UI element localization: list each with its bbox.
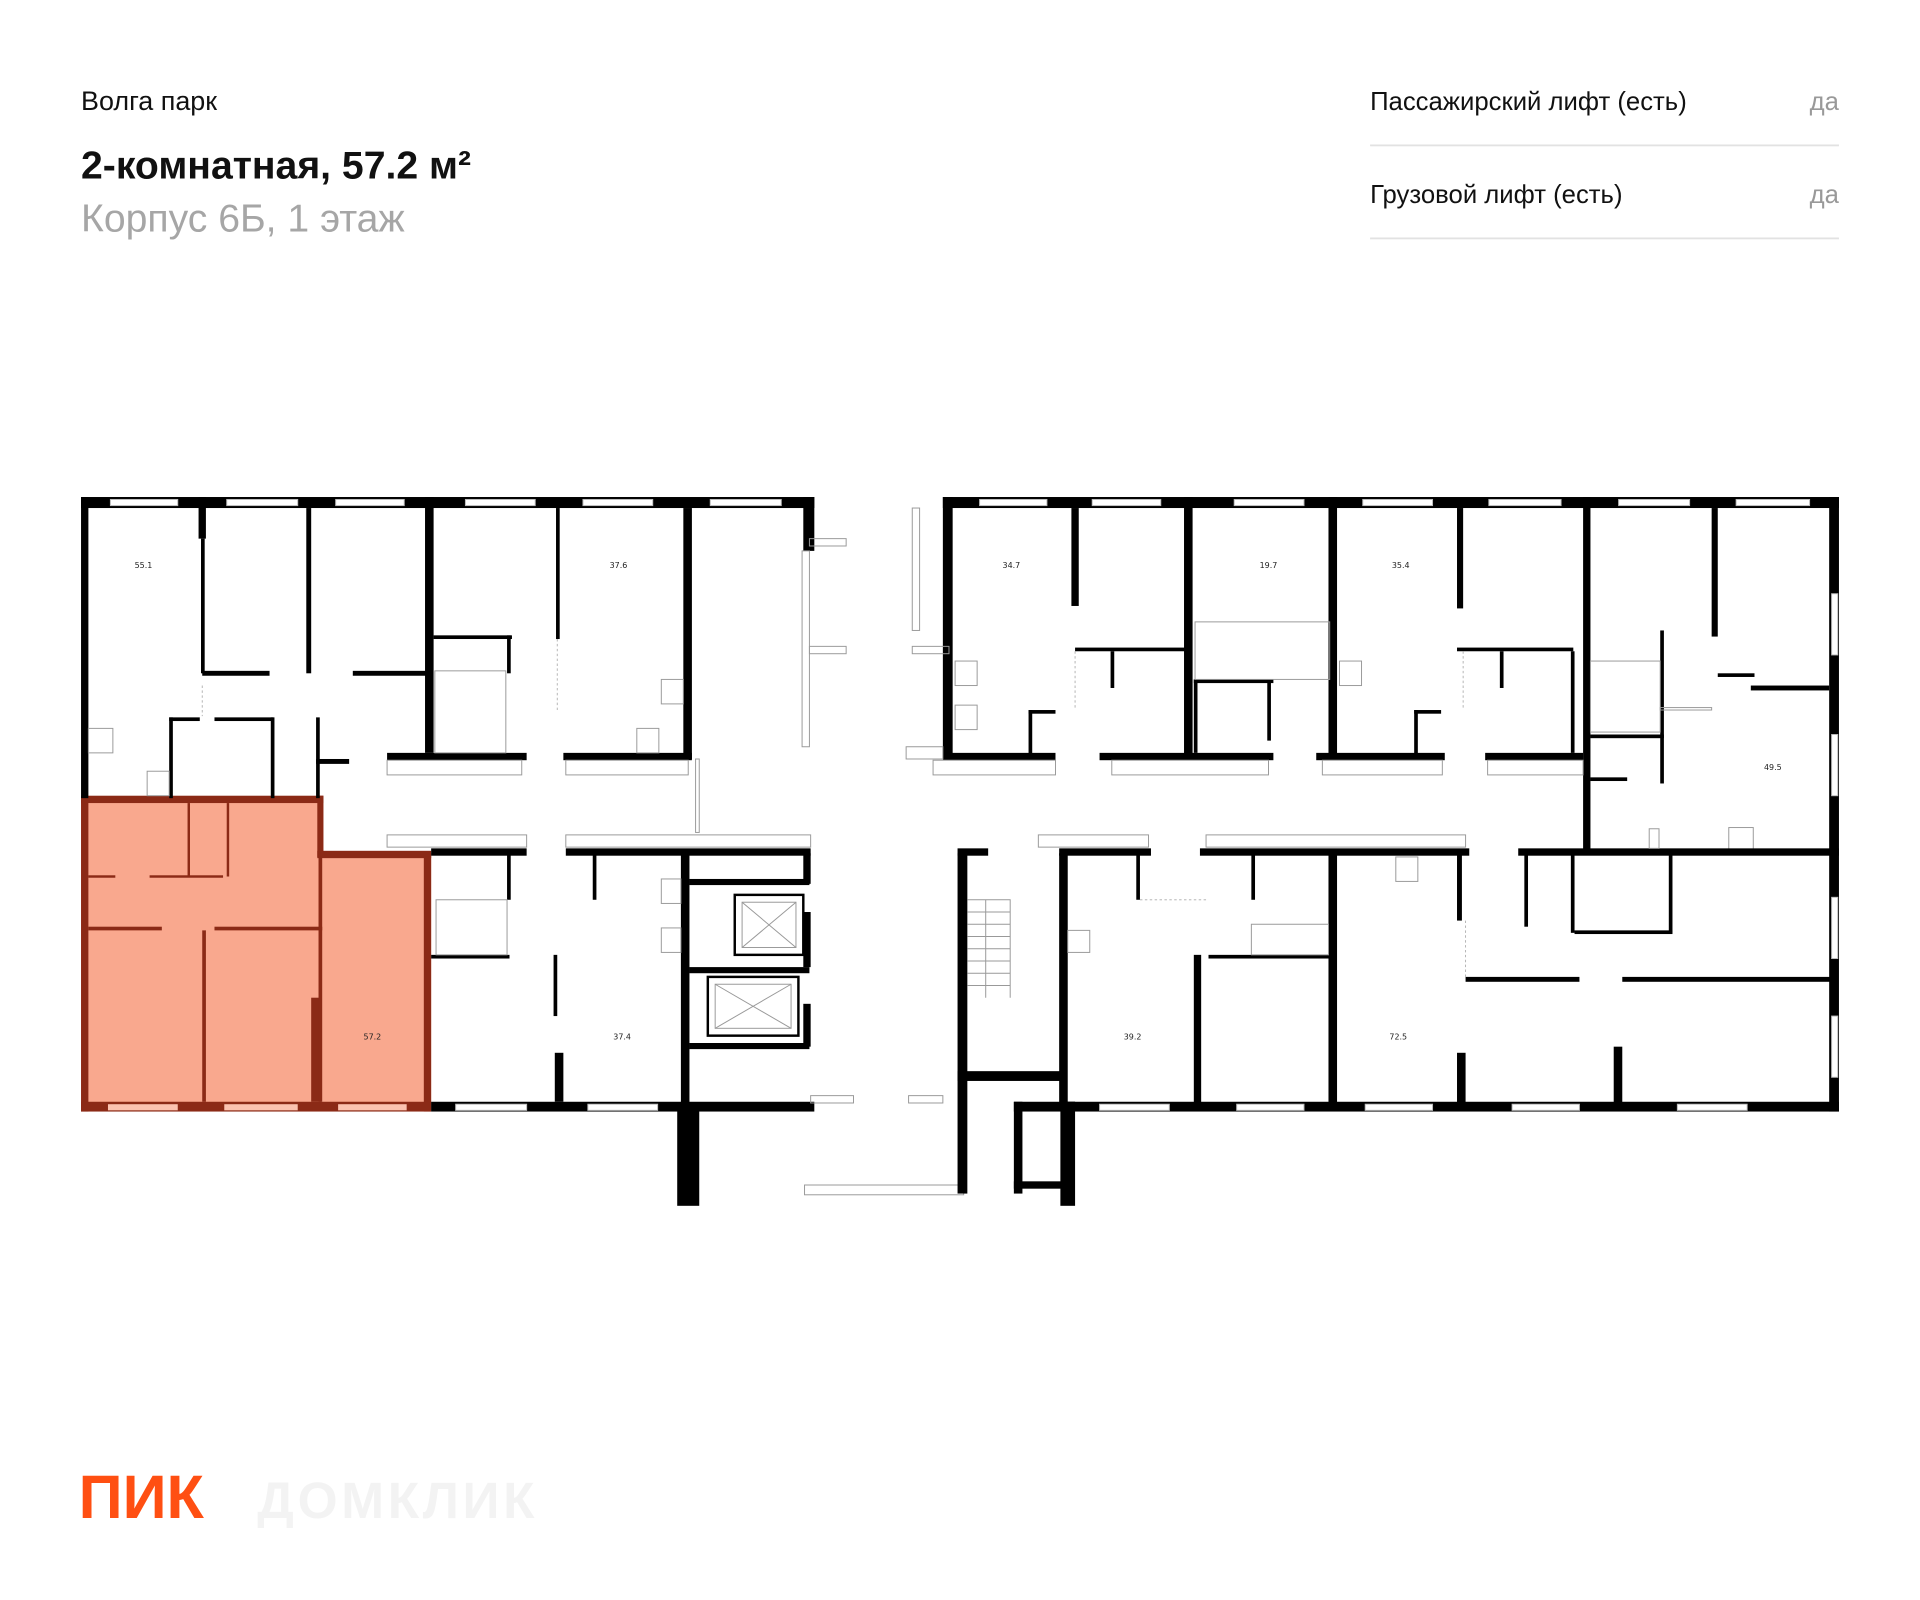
room-labels: 55.1 37.6 34.7 19.7 35.4 49.5 57.2 37.4 …	[135, 561, 1782, 1041]
feature-value: да	[1810, 88, 1840, 116]
page-title: 2-комнатная, 57.2 м²	[81, 145, 471, 188]
feature-label: Пассажирский лифт (есть)	[1370, 88, 1687, 116]
elevator-icon	[733, 893, 805, 957]
floor-plan	[81, 497, 1839, 1206]
watermark-logo: ДОМКЛИК	[257, 1471, 538, 1529]
stove-icon	[1395, 856, 1419, 882]
room-area-label: 39.2	[1124, 1032, 1142, 1041]
feature-value: да	[1810, 181, 1840, 209]
room-area-label: 72.5	[1389, 1032, 1407, 1041]
selected-apartment[interactable]	[81, 798, 432, 1112]
stove-icon	[1728, 827, 1754, 851]
features-table: Пассажирский лифт (есть) да Грузовой лиф…	[1370, 88, 1840, 240]
room-area-label: 19.7	[1260, 561, 1278, 570]
page-subtitle: Корпус 6Б, 1 этаж	[81, 197, 405, 240]
selected-apartment-walls	[81, 795, 432, 1112]
stove-icon	[1067, 929, 1091, 953]
stove-icon	[1339, 660, 1363, 687]
stove-icon	[660, 927, 682, 953]
divider	[1370, 237, 1839, 240]
project-name: Волга парк	[81, 86, 217, 116]
stove-icon	[954, 660, 978, 687]
room-area-label: 34.7	[1003, 561, 1021, 570]
divider	[1370, 144, 1839, 147]
room-area-label: 49.5	[1764, 763, 1782, 772]
room-area-label: 37.4	[613, 1032, 631, 1041]
room-area-label: 37.6	[610, 561, 628, 570]
selected-room-area-label: 57.2	[364, 1032, 382, 1041]
room-area-label: 35.4	[1392, 561, 1410, 570]
stove-icon	[87, 727, 114, 754]
brand-logo: ПИК	[79, 1463, 205, 1531]
stove-icon	[660, 678, 684, 705]
logo: ПИК ДОМКЛИК	[79, 1463, 538, 1531]
feature-label: Грузовой лифт (есть)	[1370, 181, 1622, 209]
stairs-icon	[967, 899, 1011, 998]
elevator-icon	[706, 975, 800, 1037]
room-area-label: 55.1	[135, 561, 153, 570]
